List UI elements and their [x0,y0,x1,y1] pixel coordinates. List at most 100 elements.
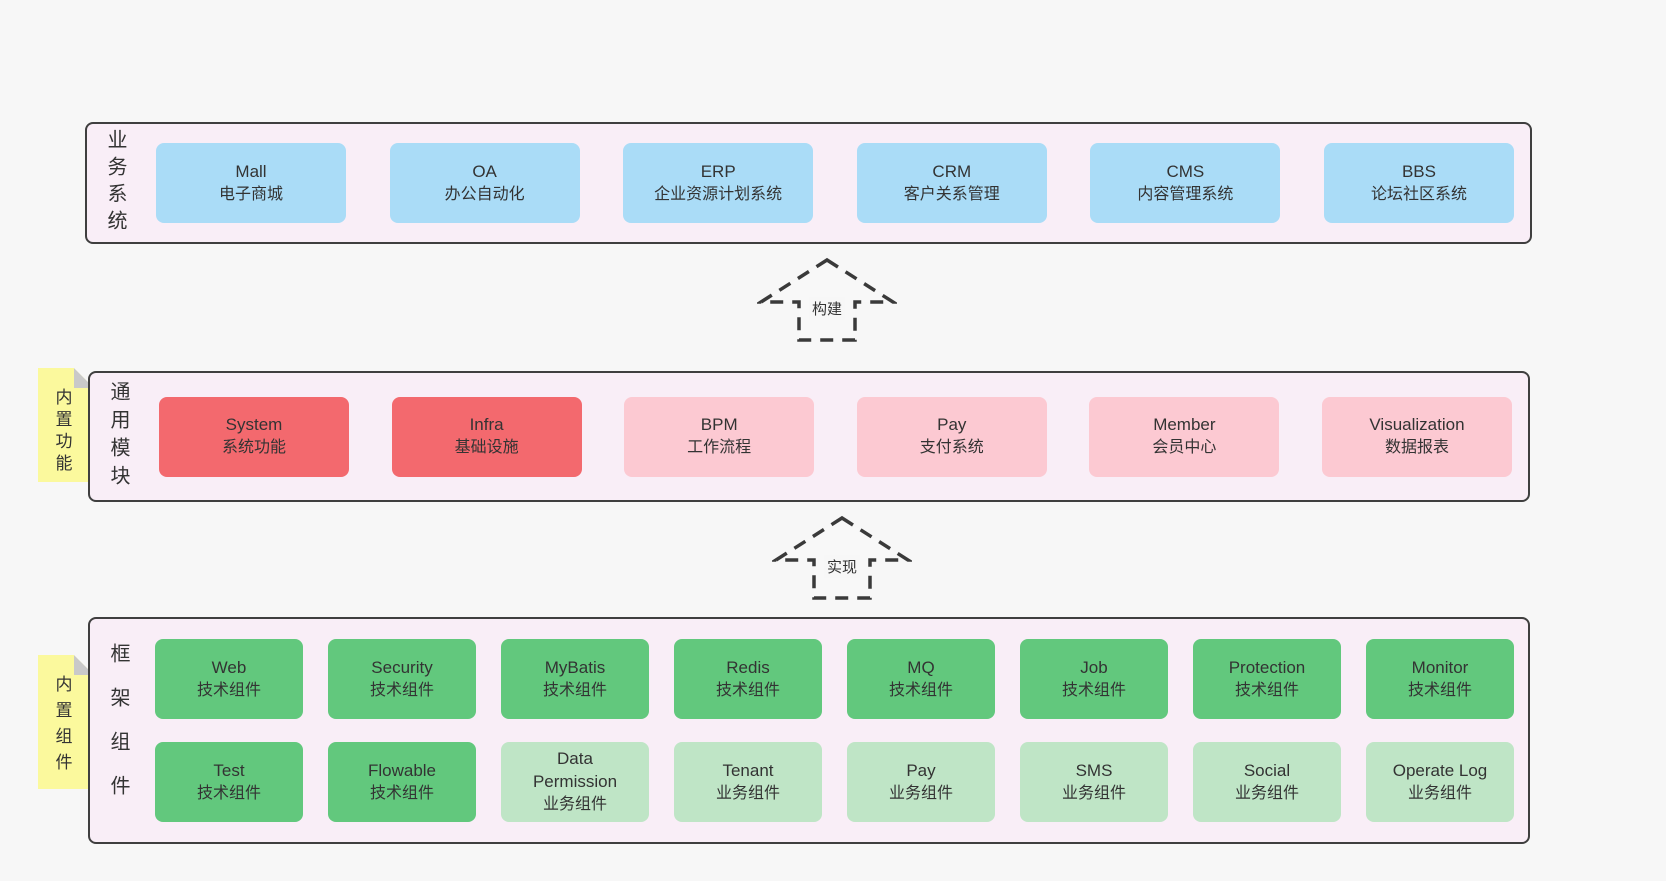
box-subtitle: 业务组件 [715,784,780,802]
box-title: OA [472,161,497,181]
box-subtitle: 数据报表 [1384,439,1449,457]
implement-arrow: 实现 [772,514,912,602]
section-framework-components: 框架组件 Web 技术组件 Security 技术组件 MyBatis 技术组件… [88,617,1530,844]
box-title: MyBatis [544,657,606,677]
build-arrow-label: 构建 [808,297,846,320]
box-pay: Pay 支付系统 [856,396,1047,477]
box-subtitle: 技术组件 [369,681,434,699]
box-bbs: BBS 论坛社区系统 [1323,143,1514,223]
modules-box-row: System 系统功能 Infra 基础设施 BPM 工作流程 Pay 支付系统… [133,396,1528,477]
sticky-note-builtin-component: 内置组件 [38,655,94,789]
box-title: Social [1243,760,1291,780]
box-title: Member [1153,415,1216,435]
box-tenant: Tenant 业务组件 [674,742,822,822]
box-subtitle: 系统功能 [221,439,286,457]
box-subtitle: 技术组件 [1061,681,1126,699]
box-subtitle: 业务组件 [542,796,607,814]
box-title: Protection [1228,657,1306,677]
box-subtitle: 业务组件 [888,784,953,802]
box-title: Redis [726,657,770,677]
box-title: ERP [700,161,736,181]
box-subtitle: 内容管理系统 [1137,185,1234,203]
box-erp: ERP 企业资源计划系统 [623,143,814,223]
box-subtitle: 技术组件 [1234,681,1299,699]
box-title: Visualization [1369,415,1465,435]
box-cms: CMS 内容管理系统 [1090,143,1281,223]
box-subtitle: 技术组件 [369,784,434,802]
box-job: Job 技术组件 [1020,639,1168,719]
box-subtitle: 业务组件 [1234,784,1299,802]
box-subtitle: 论坛社区系统 [1370,185,1467,203]
box-subtitle: 会员中心 [1152,439,1217,457]
box-title: Flowable [367,760,437,780]
box-subtitle: 技术组件 [196,784,261,802]
box-subtitle: 技术组件 [542,681,607,699]
box-title: System [225,415,283,435]
box-visualization: Visualization 数据报表 [1321,396,1512,477]
box-subtitle: 业务组件 [1407,784,1472,802]
box-subtitle: 支付系统 [919,439,984,457]
box-data-permission: Data Permission 业务组件 [501,742,649,822]
box-test: Test 技术组件 [155,742,303,822]
box-title: SMS [1075,760,1113,780]
box-title: Test [213,760,245,780]
build-arrow: 构建 [757,256,897,344]
components-box-rows: Web 技术组件 Security 技术组件 MyBatis 技术组件 Redi… [133,639,1528,822]
box-title: Pay [937,415,967,435]
box-infra: Infra 基础设施 [391,396,582,477]
box-operate-log: Operate Log 业务组件 [1366,742,1514,822]
box-member: Member 会员中心 [1089,396,1280,477]
box-subtitle: 电子商城 [218,185,283,203]
section-label: 通用模块 [107,380,129,493]
components-row-2: Test 技术组件 Flowable 技术组件 Data Permission … [155,742,1514,822]
box-subtitle: 工作流程 [687,439,752,457]
box-bpm: BPM 工作流程 [624,396,815,477]
box-protection: Protection 技术组件 [1193,639,1341,719]
box-subtitle: 技术组件 [196,681,261,699]
section-label: 框架组件 [107,642,129,819]
sticky-note-label: 内置组件 [52,675,72,779]
box-mall: Mall 电子商城 [156,143,346,223]
box-title: CRM [932,161,972,181]
box-subtitle: 业务组件 [1061,784,1126,802]
sticky-note-label: 内置功能 [52,388,72,476]
box-mq: MQ 技术组件 [847,639,995,719]
box-subtitle: 办公自动化 [444,185,525,203]
box-flowable: Flowable 技术组件 [328,742,476,822]
box-subtitle: 基础设施 [454,439,519,457]
box-title: BBS [1401,161,1436,181]
box-subtitle: 企业资源计划系统 [654,185,783,203]
box-social: Social 业务组件 [1193,742,1341,822]
box-title: MQ [907,657,935,677]
box-pay-business: Pay 业务组件 [847,742,995,822]
box-title: Operate Log [1392,760,1488,780]
box-title: Job [1080,657,1108,677]
box-title: Security [371,657,433,677]
box-title: Tenant [722,760,774,780]
box-title: Data Permission [532,749,618,792]
sticky-note-builtin-function: 内置功能 [38,368,94,482]
box-web: Web 技术组件 [155,639,303,719]
box-title: Monitor [1411,657,1469,677]
box-subtitle: 技术组件 [888,681,953,699]
box-title: Infra [469,415,504,435]
section-label: 业务系统 [104,129,126,237]
box-subtitle: 客户关系管理 [903,185,1000,203]
implement-arrow-label: 实现 [823,555,861,578]
box-crm: CRM 客户关系管理 [856,143,1047,223]
box-title: Mall [235,161,267,181]
box-monitor: Monitor 技术组件 [1366,639,1514,719]
box-title: Web [211,657,247,677]
box-title: BPM [700,415,738,435]
box-oa: OA 办公自动化 [389,143,580,223]
box-title: Pay [906,760,936,780]
box-redis: Redis 技术组件 [674,639,822,719]
section-business-systems: 业务系统 Mall 电子商城 OA 办公自动化 ERP 企业资源计划系统 CRM… [85,122,1532,244]
section-common-modules: 通用模块 System 系统功能 Infra 基础设施 BPM 工作流程 Pay… [88,371,1530,502]
box-sms: SMS 业务组件 [1020,742,1168,822]
business-box-row: Mall 电子商城 OA 办公自动化 ERP 企业资源计划系统 CRM 客户关系… [130,143,1530,223]
box-subtitle: 技术组件 [1407,681,1472,699]
box-security: Security 技术组件 [328,639,476,719]
box-mybatis: MyBatis 技术组件 [501,639,649,719]
